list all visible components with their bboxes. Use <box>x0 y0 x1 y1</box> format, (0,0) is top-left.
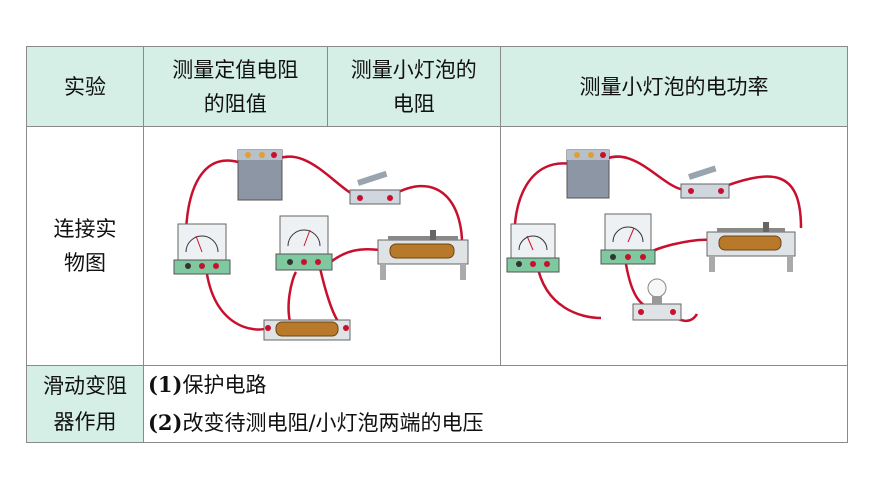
header-bulb-power: 测量小灯泡的电功率 <box>500 46 848 127</box>
rheostat-role-row: 滑动变阻器作用 (1)保护电路 (2)改变待测电阻/小灯泡两端的电压 <box>26 365 848 443</box>
rheostat-icon <box>706 222 796 272</box>
battery-icon <box>237 149 283 201</box>
rheostat-icon <box>377 230 469 280</box>
voltmeter-icon <box>600 213 656 265</box>
fixed-resistor-icon <box>263 319 351 341</box>
label-rheostat-role: 滑动变阻器作用 <box>26 365 144 443</box>
lightbulb-icon <box>632 278 682 321</box>
label-connection-diagram: 连接实物图 <box>26 126 144 366</box>
ammeter-icon <box>173 223 231 275</box>
role-item-1: (1)保护电路 <box>148 372 267 397</box>
circuit-resistor-figure <box>143 126 501 366</box>
circuit-bulb-figure <box>500 126 848 366</box>
header-fixed-resistor: 测量定值电阻的阻值 <box>143 46 328 127</box>
ammeter-icon <box>506 223 560 273</box>
voltmeter-icon <box>275 215 333 271</box>
experiment-table: 实验 测量定值电阻的阻值 测量小灯泡的电阻 测量小灯泡的电功率 连接实物图 <box>26 46 848 443</box>
circuit-bulb-diagram <box>506 149 803 322</box>
header-row: 实验 测量定值电阻的阻值 测量小灯泡的电阻 测量小灯泡的电功率 <box>26 46 848 127</box>
header-bulb-resistance: 测量小灯泡的电阻 <box>326 46 501 127</box>
header-experiment: 实验 <box>26 46 144 127</box>
battery-icon <box>566 149 610 199</box>
diagram-row: 连接实物图 <box>26 126 848 366</box>
circuit-resistor-diagram <box>173 149 469 341</box>
rheostat-role-content: (1)保护电路 (2)改变待测电阻/小灯泡两端的电压 <box>143 365 848 443</box>
switch-icon <box>680 165 730 199</box>
switch-icon <box>349 170 401 205</box>
role-item-2: (2)改变待测电阻/小灯泡两端的电压 <box>148 410 484 435</box>
